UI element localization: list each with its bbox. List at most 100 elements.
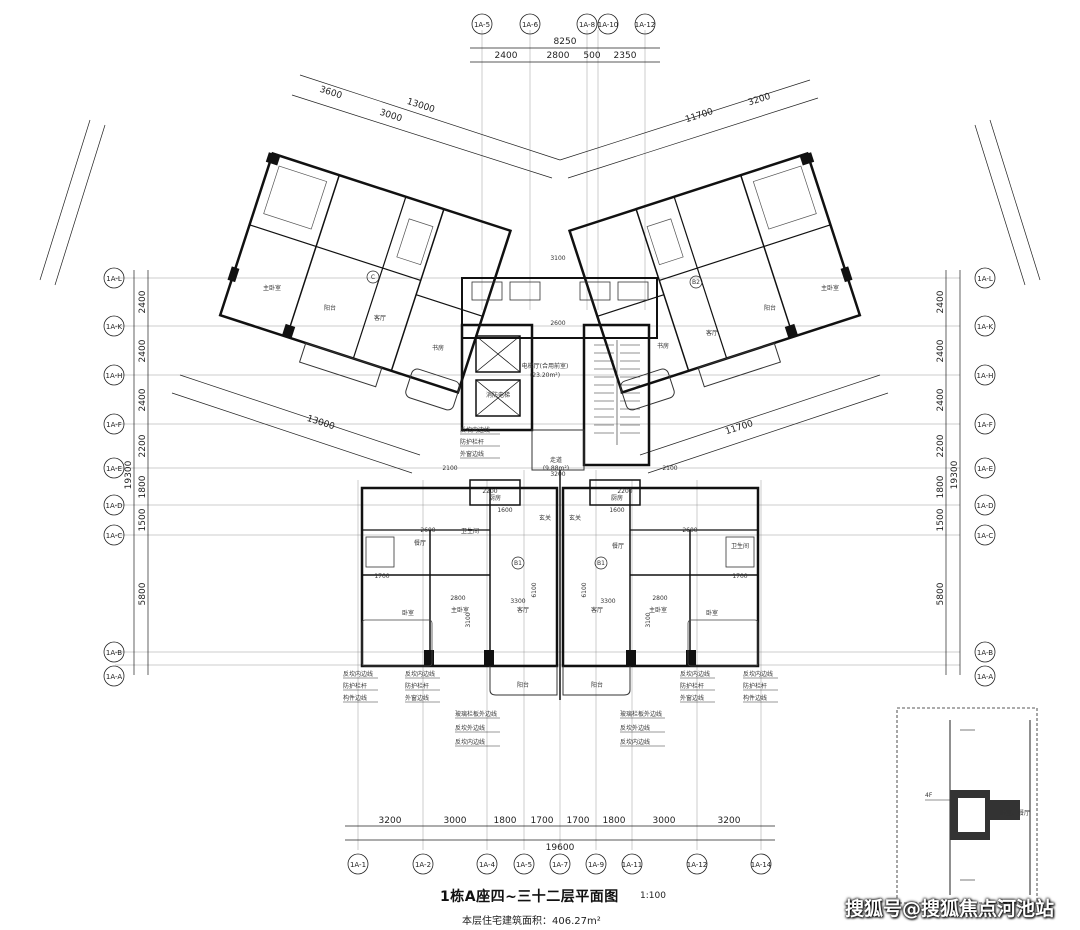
bottom-dim-total: 19600 (546, 843, 575, 853)
balcony-left-wing: 阳台 (324, 304, 336, 312)
right-dim-6: 1500 (936, 508, 946, 531)
axis-left-9: 1A-A (106, 673, 122, 681)
left-wing-dim-13000b: 13000 (305, 414, 336, 432)
right-dim-total: 19300 (950, 460, 960, 489)
callout-bc2: 反坎外边线 (455, 724, 485, 732)
axis-bottom-4: 1A-5 (516, 861, 532, 869)
axis-left-8: 1A-B (106, 649, 122, 657)
left-dimension-text: 2400 2400 2400 2200 1800 1500 5800 19300 (124, 290, 148, 605)
lift-hall-label: 电梯厅(合用前室) (522, 362, 569, 370)
living-right: 客厅 (591, 606, 603, 614)
dim-1700-right: 1700 (732, 573, 747, 580)
dim-2600-right: 2600 (682, 527, 697, 534)
room-labels: 电梯厅(合用前室) (23.20m²) 走道 (9.88m²) 消防电梯 客厅 … (263, 284, 839, 689)
bottom-dim-1: 3200 (379, 816, 402, 826)
bottom-dim-2: 3000 (444, 816, 467, 826)
top-dim-total: 8250 (554, 37, 577, 47)
internal-dimension-text: 3100 2600 3200 2100 2100 2200 2200 1600 … (374, 255, 747, 628)
axis-right-4: 1A-F (977, 421, 993, 429)
fire-lift-label: 消防电梯 (486, 391, 510, 399)
core-dim-3100: 3100 (550, 255, 565, 262)
right-dim-7: 5800 (936, 582, 946, 605)
axis-left-5: 1A-E (106, 465, 122, 473)
bottom-left-unit (360, 479, 559, 696)
callout-bl1: 反坎内边线 (405, 670, 435, 678)
core-block (460, 277, 658, 471)
master-right-wing: 主卧室 (821, 284, 839, 292)
top-dim-3: 500 (583, 51, 600, 61)
plan-scale: 1:100 (640, 891, 666, 901)
callout-br3: 外窗边线 (680, 694, 704, 702)
axis-right-7: 1A-C (977, 532, 994, 540)
balcony-left: 阳台 (517, 681, 529, 689)
dim-1600-right: 1600 (609, 507, 624, 514)
study-right-wing: 书房 (657, 342, 669, 350)
dim-3100-right: 3100 (645, 612, 652, 627)
detail-note: 卧室、餐厅 (1000, 809, 1030, 817)
watermark-text: 搜狐号@搜狐焦点河池站 (844, 898, 1054, 920)
right-wing-unit (567, 151, 862, 411)
dim-2200-left: 2200 (482, 488, 497, 495)
bottom-dim-4: 1700 (531, 816, 554, 826)
bottom-dimension-text: 3200 3000 1800 1700 1700 1800 3000 3200 … (379, 816, 741, 853)
axis-left-2: 1A-K (106, 323, 123, 331)
dim-3300-right: 3300 (600, 598, 615, 605)
callout-bc6: 反坎内边线 (620, 738, 650, 746)
living-right-wing: 客厅 (706, 329, 718, 337)
plan-title: 1栋A座四~三十二层平面图 (440, 889, 619, 905)
axis-top-3: 1A-8 (579, 21, 595, 29)
dim-2100-right: 2100 (662, 465, 677, 472)
axis-bottom-2: 1A-2 (415, 861, 431, 869)
left-wing-dim-3600: 3600 (318, 85, 343, 102)
axis-left-7: 1A-C (106, 532, 123, 540)
right-dim-2: 2400 (936, 339, 946, 362)
axis-right-8: 1A-B (977, 649, 993, 657)
callout-bl5: 防护栏杆 (343, 682, 367, 690)
right-dim-3: 2400 (936, 388, 946, 411)
dim-1700-left: 1700 (374, 573, 389, 580)
entry-right: 玄关 (569, 514, 581, 522)
axis-bubbles-bottom (347, 853, 772, 875)
axis-bubbles-right (974, 267, 996, 687)
bedroom-left: 卧室 (402, 609, 414, 617)
callout-br1: 反坎内边线 (680, 670, 710, 678)
left-wing-dim-13000: 13000 (405, 97, 436, 115)
callout-bl2: 防护栏杆 (405, 682, 429, 690)
bedroom-right: 卧室 (706, 609, 718, 617)
axis-labels-right: 1A-L 1A-K 1A-H 1A-F 1A-E 1A-D 1A-C 1A-B … (976, 275, 993, 681)
kitchen-right: 厨房 (611, 494, 623, 502)
axis-top-4: 1A-10 (598, 21, 619, 29)
left-dim-6: 1500 (138, 508, 148, 531)
left-dim-2: 2400 (138, 339, 148, 362)
core-dim-2600: 2600 (550, 320, 565, 327)
left-dim-3: 2400 (138, 388, 148, 411)
dim-2100-left: 2100 (442, 465, 457, 472)
top-dim-4: 2350 (614, 51, 637, 61)
unit-tag-b2: B2 (692, 279, 700, 286)
entry-left: 玄关 (539, 514, 551, 522)
right-dim-4: 2200 (936, 434, 946, 457)
bottom-dim-6: 1800 (603, 816, 626, 826)
axis-bottom-9: 1A-14 (751, 861, 772, 869)
top-dimension-text: 8250 2400 2800 500 2350 (495, 37, 637, 61)
horizontal-grid-lines (115, 277, 960, 666)
top-dim-1: 2400 (495, 51, 518, 61)
plan-area: 本层住宅建筑面积：406.27m² (462, 916, 601, 927)
callout-bl3: 外窗边线 (405, 694, 429, 702)
bath-left: 卫生间 (461, 527, 479, 535)
axis-bottom-3: 1A-4 (479, 861, 496, 869)
axis-bottom-5: 1A-7 (552, 861, 568, 869)
bottom-dim-3: 1800 (494, 816, 517, 826)
callout-bl4: 反坎内边线 (343, 670, 373, 678)
right-dimension-text: 2400 2400 2400 2200 1800 1500 5800 19300 (936, 290, 960, 605)
left-dim-7: 5800 (138, 582, 148, 605)
unit-tag-b1-left: B1 (514, 560, 522, 567)
axis-bubbles-left (103, 267, 125, 687)
axis-labels-top: 1A-5 1A-6 1A-8 1A-10 1A-12 (474, 21, 655, 29)
wing-dimension-text: 13000 3600 3000 13000 11700 3200 11700 (305, 85, 772, 437)
axis-left-3: 1A-H (106, 372, 123, 380)
top-dim-2: 2800 (547, 51, 570, 61)
core-dim-3200: 3200 (550, 471, 565, 478)
callout-bc3: 反坎内边线 (455, 738, 485, 746)
